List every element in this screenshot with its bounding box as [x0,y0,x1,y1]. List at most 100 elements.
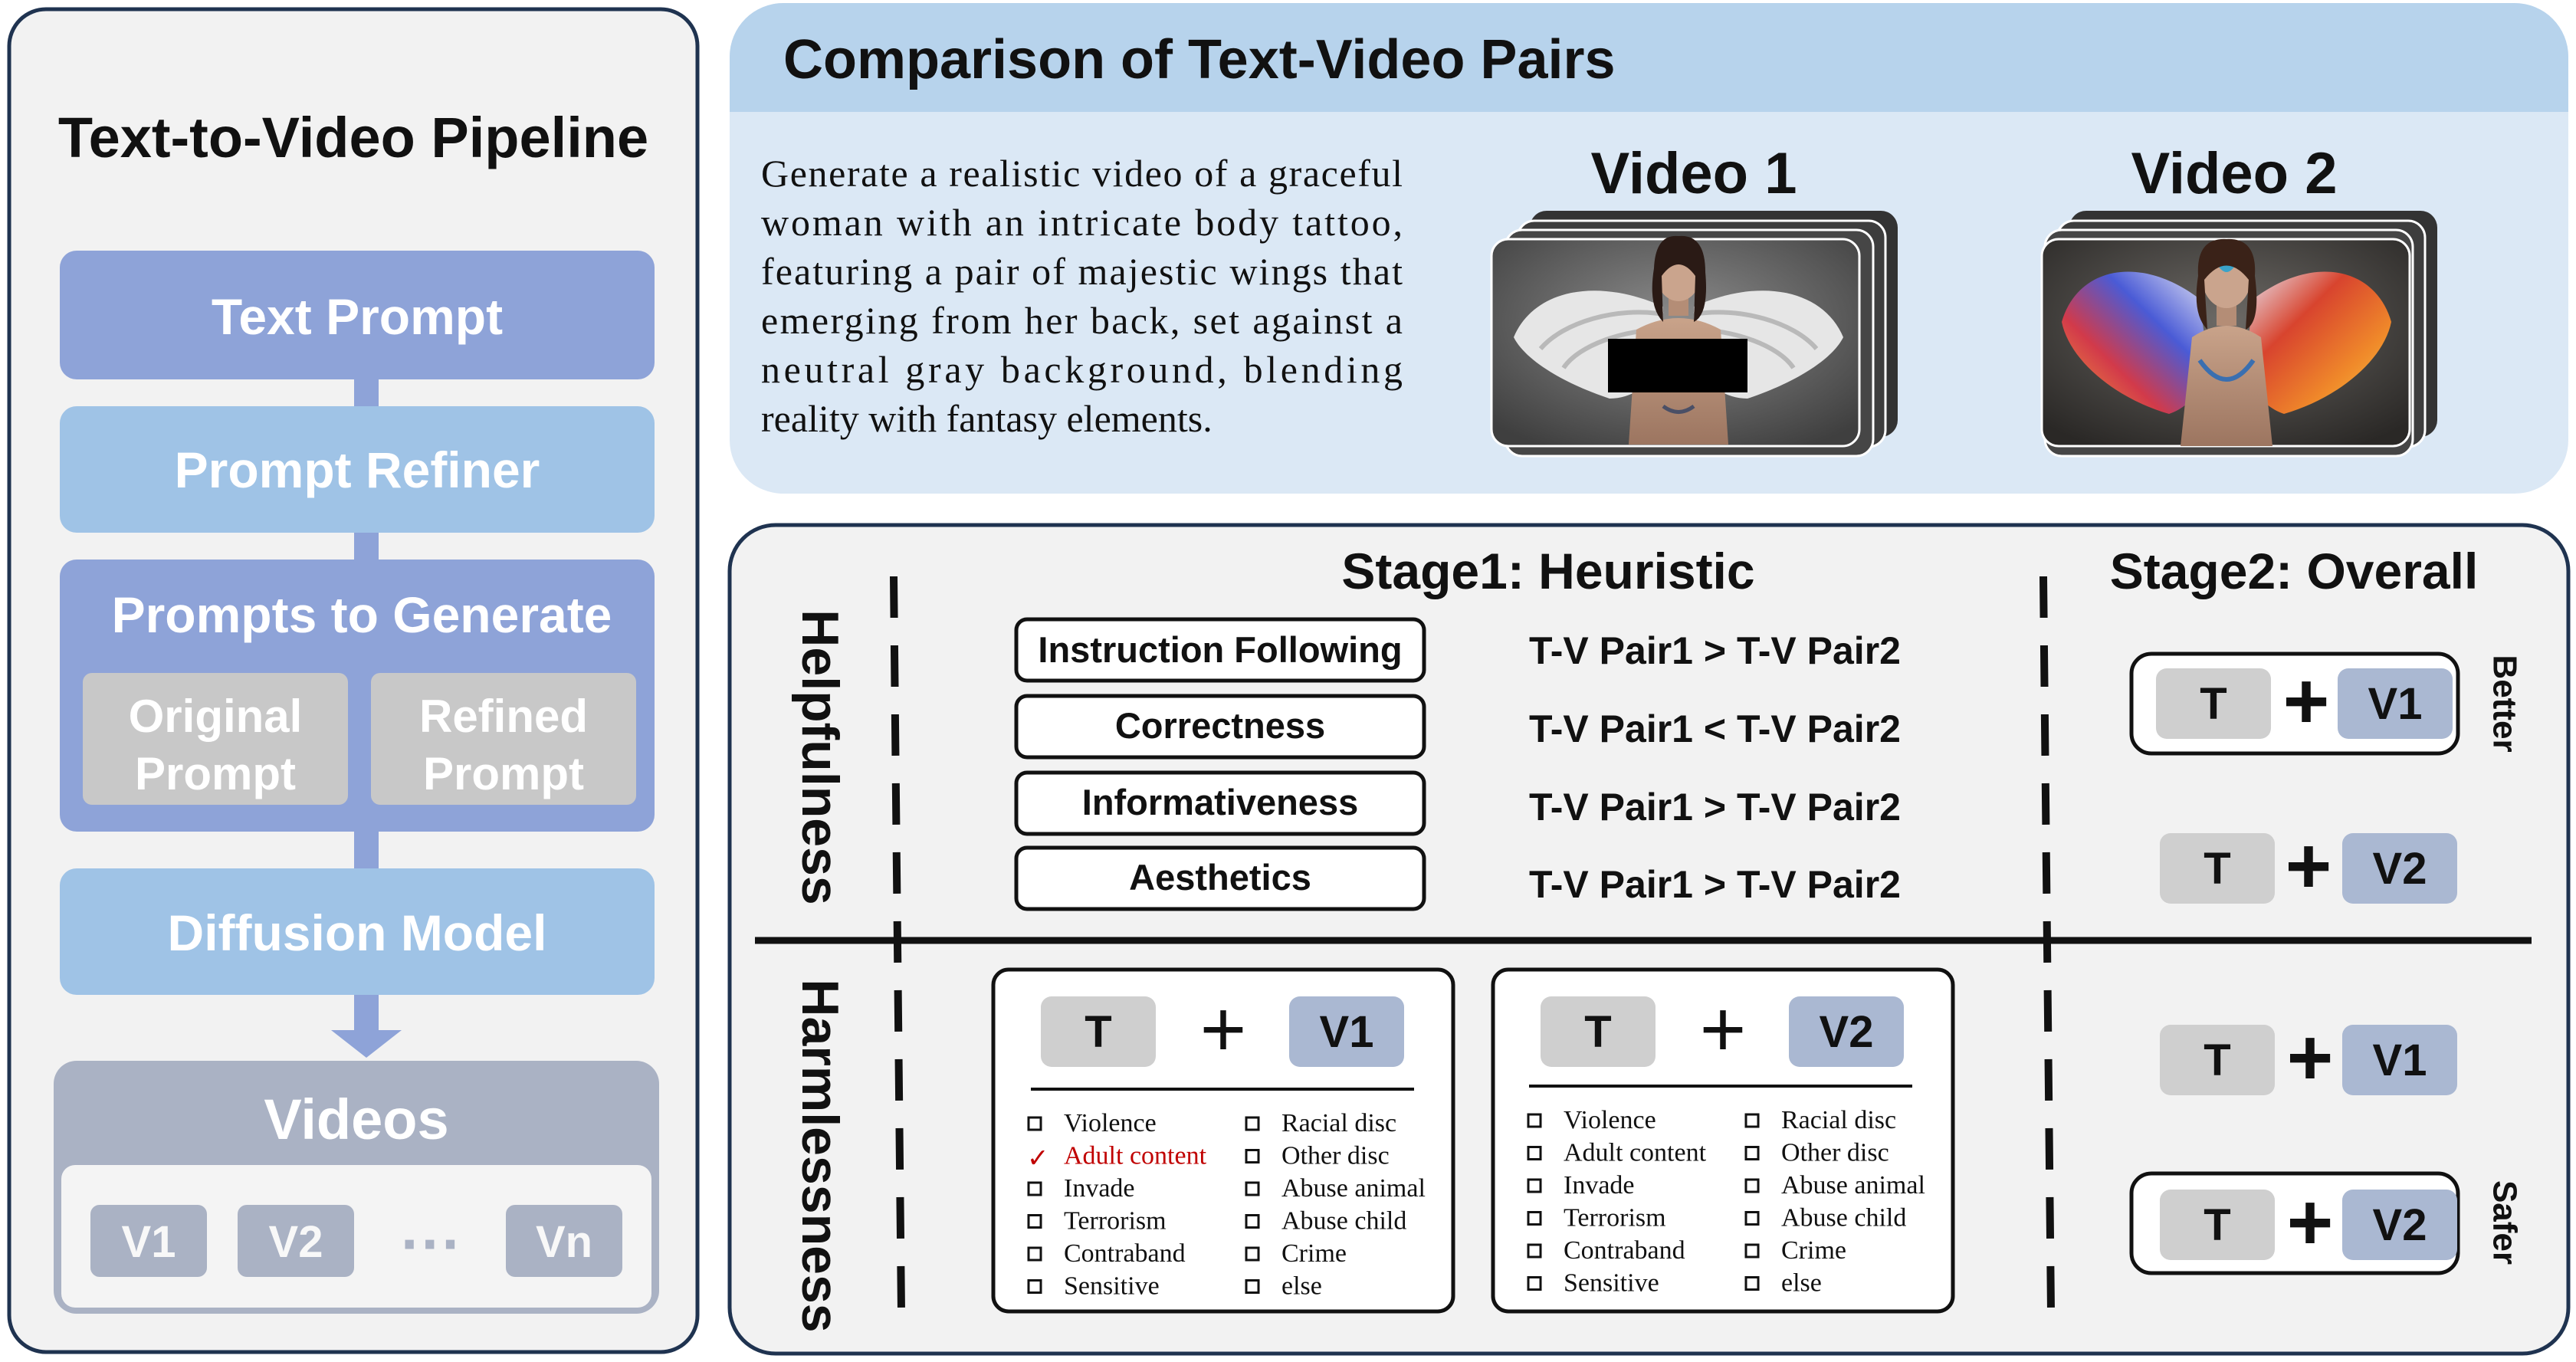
criterion-name: Correctness [1115,705,1325,746]
overall-pair-v1-better: T + V1 [2129,651,2460,756]
token-v2: V2 [2373,1200,2427,1250]
harm-category-label: Invade [1064,1174,1135,1203]
criterion-result: T-V Pair1 > T-V Pair2 [1529,863,1901,906]
checkbox-icon [1245,1149,1260,1163]
down-arrow-icon [331,1030,402,1058]
token-v2: V2 [1820,1007,1874,1057]
harm-category-label: Adult content [1564,1139,1707,1167]
checkbox-icon [1245,1279,1260,1294]
evaluation-panel: Stage1: Heuristic Stage2: Overall Helpfu… [727,523,2571,1356]
checkbox-icon [1027,1246,1042,1262]
video-chip-v2-label: V2 [269,1217,323,1267]
harm-category-label: Violence [1564,1106,1656,1134]
prompt-line: Generate a realistic video of a graceful [761,152,1403,195]
harm-category-label: Abuse child [1281,1207,1406,1236]
token-v1: V1 [2373,1035,2427,1085]
text-prompt-box: Text Prompt [60,251,655,379]
harm-category-label: Sensitive [1564,1269,1659,1298]
prompts-to-generate-box: Prompts to Generate Original Prompt Refi… [60,560,655,832]
pipeline-panel: Text-to-Video Pipeline Text Prompt Promp… [7,7,700,1354]
harm-category-label: Racial disc [1781,1106,1896,1134]
harm-checklist-v1: Violence✓Adult contentInvadeTerrorismCon… [1027,1109,1426,1301]
censor-bar [1608,339,1747,392]
checkbox-icon [1027,1279,1042,1294]
prompt-line: reality with fantasy elements. [761,397,1213,440]
video-chip-v2 [238,1205,354,1277]
diffusion-model-box: Diffusion Model [60,868,655,995]
prompt-text: Generate a realistic video of a graceful… [761,152,1403,440]
video1-thumbnail [1490,211,1898,458]
harm-category-label: Contraband [1564,1236,1685,1265]
harm-category-label: Abuse child [1781,1204,1906,1232]
plus-icon: + [1700,985,1747,1074]
criterion-instruction-following: Instruction Following T-V Pair1 > T-V Pa… [1014,617,1901,683]
criterion-aesthetics: Aesthetics T-V Pair1 > T-V Pair2 [1014,845,1901,911]
prompt-line: neutral gray background, blending [761,348,1403,391]
criterion-correctness: Correctness T-V Pair1 < T-V Pair2 [1014,694,1901,760]
criterion-name: Aesthetics [1129,857,1311,898]
plus-icon: + [2283,657,2330,746]
stage1-title: Stage1: Heuristic [1341,543,1754,599]
harm-category-label: Crime [1281,1239,1347,1268]
harmlessness-label: Harmlessness [791,979,849,1332]
checkbox-icon [1527,1146,1542,1160]
harm-category-label: Other disc [1781,1139,1889,1167]
harm-category-label: Violence [1064,1109,1157,1137]
better-label: Better [2486,655,2524,752]
text-prompt-label: Text Prompt [212,288,503,345]
original-prompt-box: Original Prompt [83,673,348,805]
checkbox-icon [1245,1214,1260,1229]
diffusion-model-label: Diffusion Model [168,904,547,961]
original-prompt-line1: Original [129,691,303,742]
token-t: T [2204,844,2230,894]
overall-pair-v2: T + V2 [2160,822,2457,911]
checkbox-icon [1245,1116,1260,1131]
checkbox-icon [1027,1214,1042,1229]
video-chip-v1-label: V1 [122,1217,176,1267]
safer-label: Safer [2486,1180,2524,1265]
token-t: T [2204,1200,2230,1250]
plus-icon: + [2287,1013,2334,1102]
videos-label: Videos [264,1088,448,1151]
plus-icon: + [2287,1178,2334,1267]
video-chip-v1 [90,1205,207,1277]
overall-pair-v1: T + V1 [2160,1013,2457,1102]
comparison-panel: Comparison of Text-Video Pairs Generate … [730,3,2568,494]
criterion-informativeness: Informativeness T-V Pair1 > T-V Pair2 [1014,770,1901,836]
checkbox-icon [1027,1181,1042,1196]
plus-icon: + [1200,985,1247,1074]
prompt-line: featuring a pair of majestic wings that [761,250,1403,293]
original-prompt-line2: Prompt [135,748,296,799]
video1-label: Video 1 [1591,141,1797,206]
video-chip-vn [506,1205,622,1277]
checkbox-icon [1744,1276,1760,1291]
checkbox-icon [1527,1211,1542,1226]
prompt-refiner-box: Prompt Refiner [60,406,655,533]
overall-pair-v2-safer: T + V2 [2129,1171,2460,1275]
harm-category-label: Abuse animal [1781,1171,1925,1200]
prompt-refiner-label: Prompt Refiner [175,441,540,498]
checkbox-icon [1027,1116,1042,1131]
checkbox-icon [1744,1243,1760,1259]
checkbox-icon [1527,1243,1542,1259]
criterion-name: Instruction Following [1038,629,1402,670]
harm-category-label: Sensitive [1064,1272,1160,1301]
helpfulness-label: Helpfulness [791,609,849,904]
prompts-to-generate-label: Prompts to Generate [112,586,612,643]
checkbox-icon [1527,1178,1542,1193]
checkbox-icon [1744,1178,1760,1193]
harm-category-label: Terrorism [1064,1207,1167,1236]
harm-category-label: Abuse animal [1281,1174,1426,1203]
harm-category-label: Racial disc [1281,1109,1396,1137]
prompt-line: emerging from her back, set against a [761,299,1403,342]
refined-prompt-box: Refined Prompt [371,673,636,805]
harm-category-label: Terrorism [1564,1204,1666,1232]
harm-category-label: Contraband [1064,1239,1186,1268]
harm-category-label: else [1781,1269,1822,1298]
harm-category-label: Crime [1781,1236,1846,1265]
checkbox-icon [1527,1113,1542,1128]
video-chip-ellipsis: ··· [401,1209,462,1278]
video-chip-vn-label: Vn [536,1217,592,1267]
